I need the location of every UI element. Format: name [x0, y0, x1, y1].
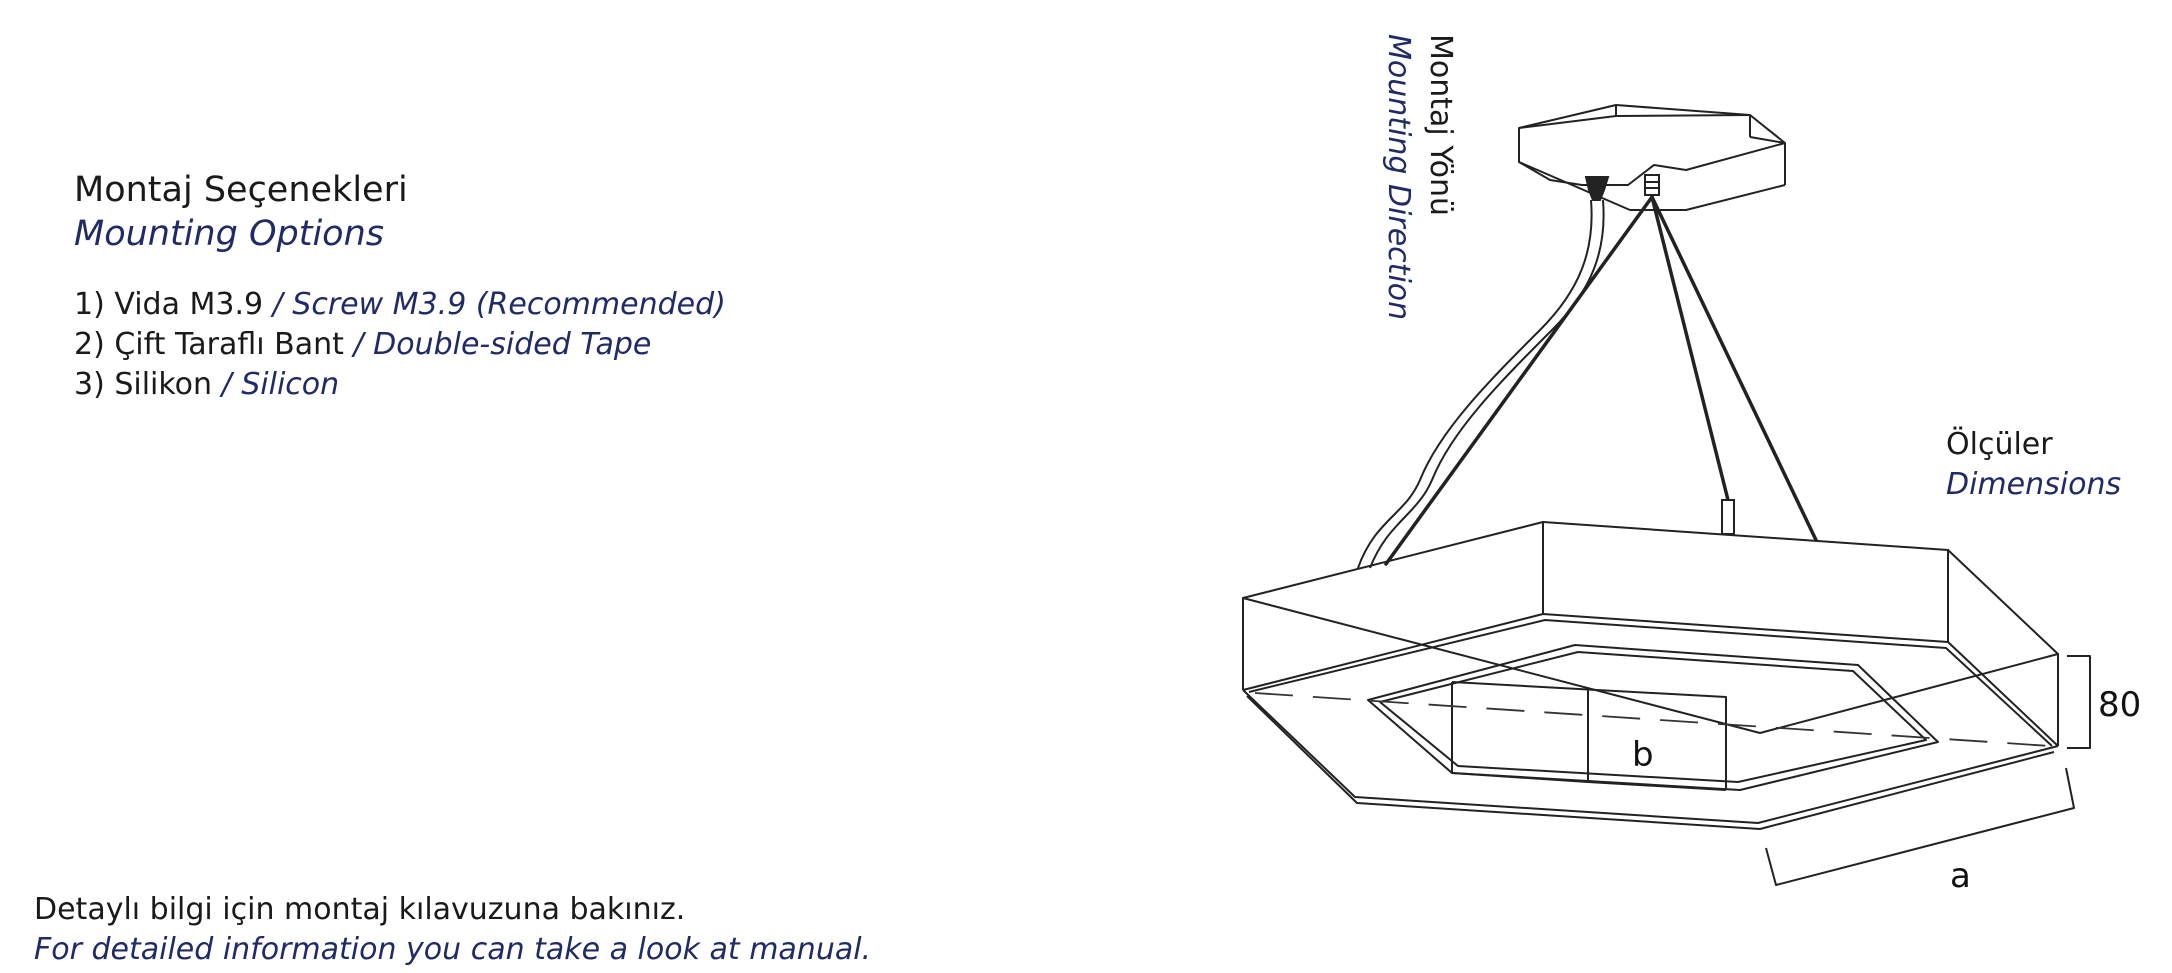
- mounting-title-en: Mounting Options: [74, 214, 384, 254]
- dimension-lines: [1765, 655, 2091, 886]
- option-label-tr: 2) Çift Taraflı Bant: [74, 327, 344, 362]
- option-item-tape: 2) Çift Taraflı Bant / Double-sided Tape: [74, 325, 726, 365]
- option-label-tr: 3) Silikon: [74, 367, 213, 402]
- mounting-title-tr: Montaj Seçenekleri: [74, 170, 408, 210]
- dimensions-label: Ölçüler Dimensions: [1946, 425, 2121, 505]
- footer-note: Detaylı bilgi için montaj kılavuzuna bak…: [34, 890, 871, 970]
- dimensions-label-en: Dimensions: [1946, 467, 2122, 502]
- dimension-label-b: b: [1632, 735, 1654, 775]
- mounting-direction-label: Montaj Yönü Mounting Direction: [1375, 34, 1461, 324]
- option-label-en: / Screw M3.9 (Recommended): [272, 287, 726, 322]
- option-item-screw: 1) Vida M3.9 / Screw M3.9 (Recommended): [74, 285, 726, 325]
- dimension-label-a: a: [1950, 856, 1971, 896]
- dimensions-label-tr: Ölçüler: [1946, 427, 2053, 462]
- option-label-en: / Silicon: [221, 367, 340, 402]
- suspension-hook-icon: [1644, 174, 1660, 196]
- dimension-height-value: 80: [2098, 685, 2141, 725]
- mounting-options-section: Montaj Seçenekleri Mounting Options: [74, 168, 408, 256]
- mounting-options-list: 1) Vida M3.9 / Screw M3.9 (Recommended) …: [74, 285, 726, 405]
- power-cable: [1357, 199, 1605, 569]
- suspension-wires: [1384, 195, 1818, 566]
- footer-note-tr: Detaylı bilgi için montaj kılavuzuna bak…: [34, 892, 686, 927]
- footer-note-en: For detailed information you can take a …: [34, 932, 872, 967]
- option-label-en: / Double-sided Tape: [353, 327, 652, 362]
- cable-gland-icon: [1584, 176, 1610, 201]
- direction-label-tr: Montaj Yönü: [1423, 34, 1458, 216]
- ceiling-canopy: [1518, 104, 1786, 211]
- direction-label-en: Mounting Direction: [1381, 34, 1416, 321]
- option-label-tr: 1) Vida M3.9: [74, 287, 264, 322]
- option-item-silicon: 3) Silikon / Silicon: [74, 365, 726, 405]
- luminaire-body: [1242, 521, 2059, 830]
